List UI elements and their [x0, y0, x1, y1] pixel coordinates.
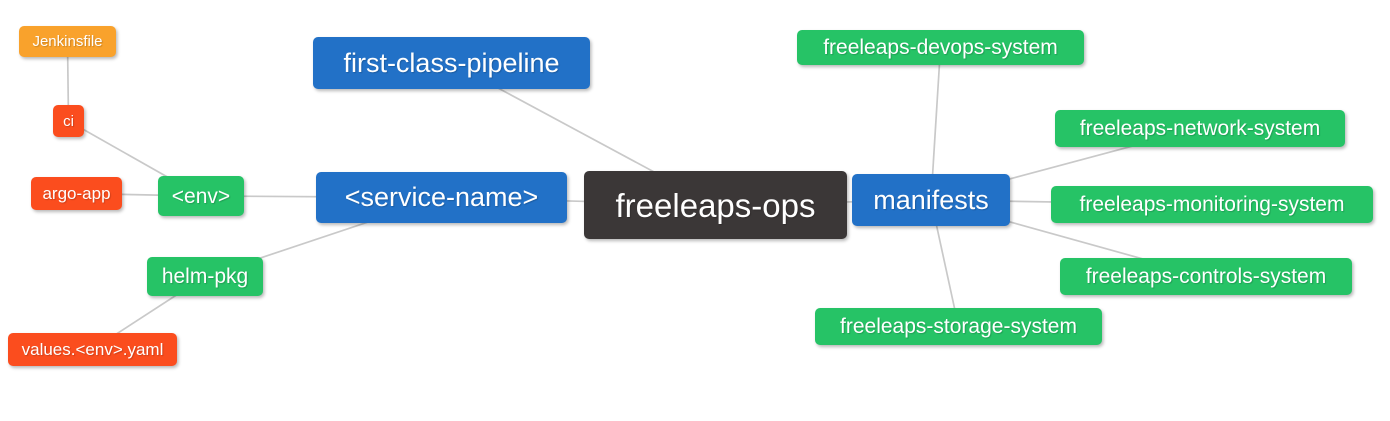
- node-jenkinsfile[interactable]: Jenkinsfile: [19, 26, 116, 57]
- node-manifests[interactable]: manifests: [852, 174, 1010, 226]
- node-freeleaps-monitoring-system[interactable]: freeleaps-monitoring-system: [1051, 186, 1373, 223]
- node-env[interactable]: <env>: [158, 176, 244, 216]
- node-argo-app[interactable]: argo-app: [31, 177, 122, 210]
- node-freeleaps-ops-root[interactable]: freeleaps-ops: [584, 171, 847, 239]
- node-freeleaps-devops-system[interactable]: freeleaps-devops-system: [797, 30, 1084, 65]
- node-first-class-pipeline[interactable]: first-class-pipeline: [313, 37, 590, 89]
- node-service-name[interactable]: <service-name>: [316, 172, 567, 223]
- node-freeleaps-controls-system[interactable]: freeleaps-controls-system: [1060, 258, 1352, 295]
- node-freeleaps-storage-system[interactable]: freeleaps-storage-system: [815, 308, 1102, 345]
- node-helm-pkg[interactable]: helm-pkg: [147, 257, 263, 296]
- node-values-env-yaml[interactable]: values.<env>.yaml: [8, 333, 177, 366]
- node-freeleaps-network-system[interactable]: freeleaps-network-system: [1055, 110, 1345, 147]
- node-ci[interactable]: ci: [53, 105, 84, 137]
